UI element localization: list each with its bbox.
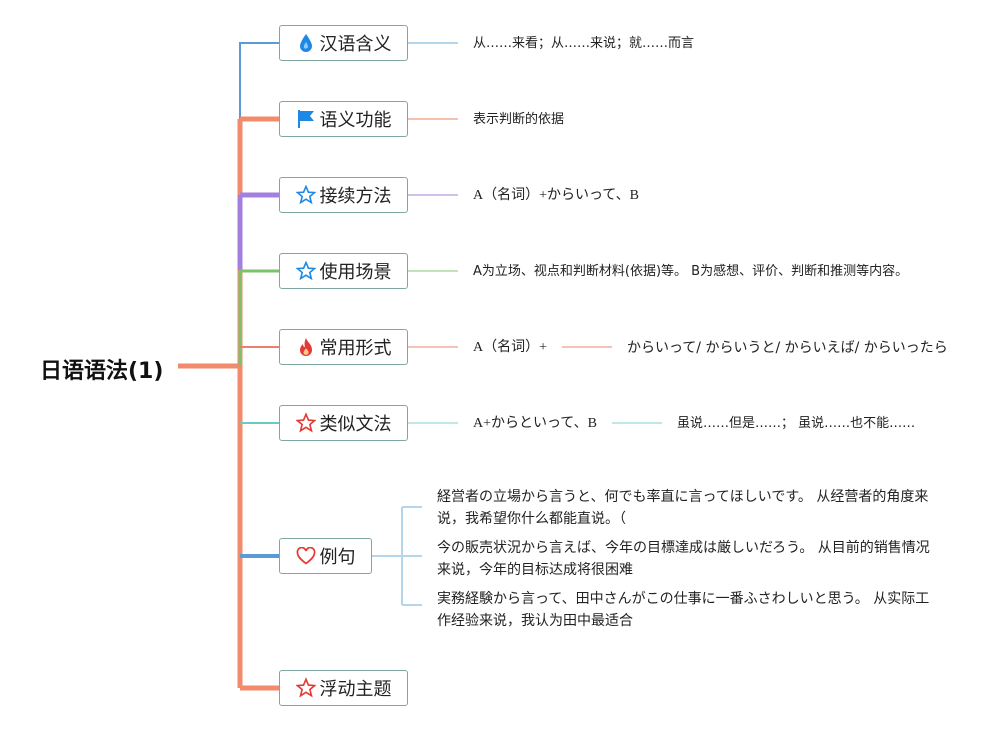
flag-icon [296,108,316,130]
leaf-common-form-b[interactable]: からいって/ からいうと/ からいえば/ からいったら [627,340,948,356]
branch-node-1[interactable]: 汉语含义 [279,25,408,61]
branch-label-8: 浮动主题 [319,679,392,700]
heart-icon [296,545,316,567]
branch-label-6: 类似文法 [319,414,392,435]
leaf-example-3[interactable]: 実務経験から言って、田中さんがこの仕事に一番ふさわしいと思う。 从实际工作经验来… [437,591,930,629]
branch-label-4: 使用场景 [319,262,392,283]
branch-node-6[interactable]: 类似文法 [279,405,408,441]
water-drop-icon [296,32,316,54]
branch-label-5: 常用形式 [319,338,392,359]
leaf-meaning[interactable]: 从……来看；从……来说；就……而言 [473,36,695,51]
leaf-usage[interactable]: A为立场、视点和判断材料(依据)等。 B为感想、评价、判断和推测等内容。 [473,264,909,279]
branch-connector-1 [239,42,279,119]
leaf-common-form-a[interactable]: A（名词）+ [473,340,548,355]
branch-node-8[interactable]: 浮动主题 [279,670,408,706]
branch-label-3: 接续方法 [319,186,392,207]
star-red-icon [295,412,316,434]
star-outline-icon [295,260,316,282]
star-outline-icon [295,184,316,206]
leaf-similar-a[interactable]: A+からといって、B [473,416,597,431]
leaf-example-2[interactable]: 今の販売状況から言えば、今年の目標達成は厳しいだろう。 从目前的销售情况来说，今… [437,540,930,578]
branch-label-2: 语义功能 [319,110,392,131]
leaf-connector-7 [372,506,422,606]
star-red-icon [295,677,316,699]
leaf-similar-b[interactable]: 虽说……但是……； 虽说……也不能…… [677,416,916,431]
fire-icon [296,336,316,358]
branch-label-7: 例句 [319,547,356,568]
leaf-example-1[interactable]: 経営者の立場から言うと、何でも率直に言ってほしいです。 从经营者的角度来说，我希… [437,489,929,527]
branch-label-1: 汉语含义 [319,34,392,55]
leaf-function[interactable]: 表示判断的依据 [473,112,565,127]
branch-node-4[interactable]: 使用场景 [279,253,408,289]
leaf-connection[interactable]: A（名词）+からいって、B [473,188,639,203]
root-topic[interactable]: 日语语法(1) [40,359,164,384]
branch-node-7[interactable]: 例句 [279,538,372,574]
branch-node-5[interactable]: 常用形式 [279,329,408,365]
branch-node-3[interactable]: 接续方法 [279,177,408,213]
branch-node-2[interactable]: 语义功能 [279,101,408,137]
